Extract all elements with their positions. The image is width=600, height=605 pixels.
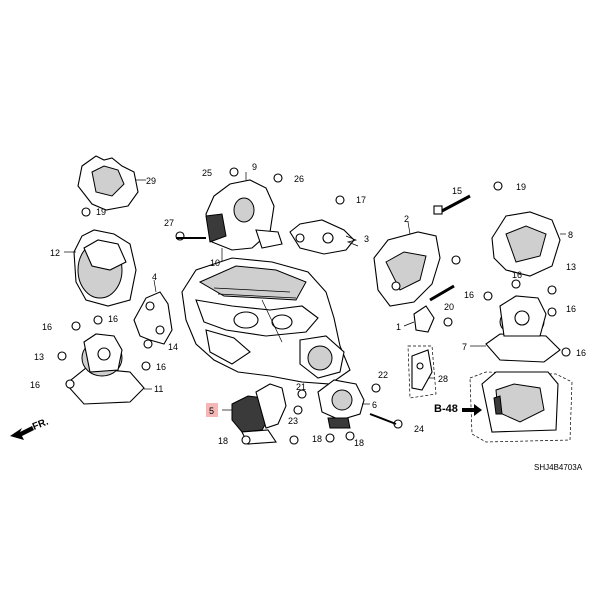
callout-24: 24 [414,424,424,434]
callout-1: 1 [396,322,401,332]
reference-box [469,371,573,443]
callout-17: 17 [356,195,366,205]
callout-13b: 13 [566,262,576,272]
callout-8: 8 [568,230,573,240]
reference-label: B-48 [434,403,458,415]
part-12-mount-housing [64,229,137,307]
callout-12: 12 [50,248,60,258]
callout-15: 15 [452,186,462,196]
callout-21: 21 [296,382,306,392]
part-29-cover [77,155,146,211]
callout-6: 6 [372,400,377,410]
diagram-code: SHJ4B4703A [534,463,583,472]
part-11-lower-mount [65,333,152,405]
callout-16f: 16 [512,270,522,280]
front-arrow-icon [10,426,34,440]
part-7-lower-mount [470,295,561,363]
callout-14: 14 [168,342,178,352]
part-1-20-brackets [403,305,453,333]
callout-16a: 16 [42,322,52,332]
callout-29: 29 [146,176,156,186]
callout-25: 25 [202,168,212,178]
callouts: 2 3 4 5 6 7 8 9 10 11 12 13 13 15 16 16 … [30,162,586,448]
part-3-bracket [289,219,359,255]
callout-28: 28 [438,374,448,384]
fasteners [57,167,571,445]
callout-18b: 18 [312,434,322,444]
callout-18c: 18 [354,438,364,448]
callout-9: 9 [252,162,257,172]
callout-18a: 18 [218,436,228,446]
part-28-bracket [407,345,437,399]
part-5-side-mount [222,383,287,445]
callout-16c: 16 [156,362,166,372]
callout-19b: 19 [516,182,526,192]
reference-b48: B-48 [434,403,482,416]
part-9-10-upper-mount [205,172,283,266]
callout-5: 5 [209,406,214,416]
part-4-bracket [133,279,173,345]
callout-22: 22 [378,370,388,380]
part-8-housing [491,211,566,277]
direction-label: FR. [31,416,50,432]
callout-5-highlight [206,403,218,417]
callout-26: 26 [294,174,304,184]
callout-4: 4 [152,272,157,282]
callout-10: 10 [210,258,220,268]
callout-16b: 16 [108,314,118,324]
part-6-mount [317,379,370,429]
callout-11: 11 [154,384,163,394]
part-15-bolt [429,194,471,302]
callout-2: 2 [404,214,409,224]
callout-16g: 16 [566,304,576,314]
engine-block [181,257,351,385]
callout-3: 3 [364,234,369,244]
front-direction-indicator: FR. [10,416,50,440]
callout-16d: 16 [30,380,40,390]
callout-20: 20 [444,302,454,312]
callout-27: 27 [164,218,174,228]
part-2-bracket [373,221,441,307]
callout-16e: 16 [464,290,474,300]
callout-19a: 19 [96,207,106,217]
callout-23: 23 [288,416,298,426]
callout-16h: 16 [576,348,586,358]
callout-7: 7 [462,342,467,352]
callout-13a: 13 [34,352,44,362]
